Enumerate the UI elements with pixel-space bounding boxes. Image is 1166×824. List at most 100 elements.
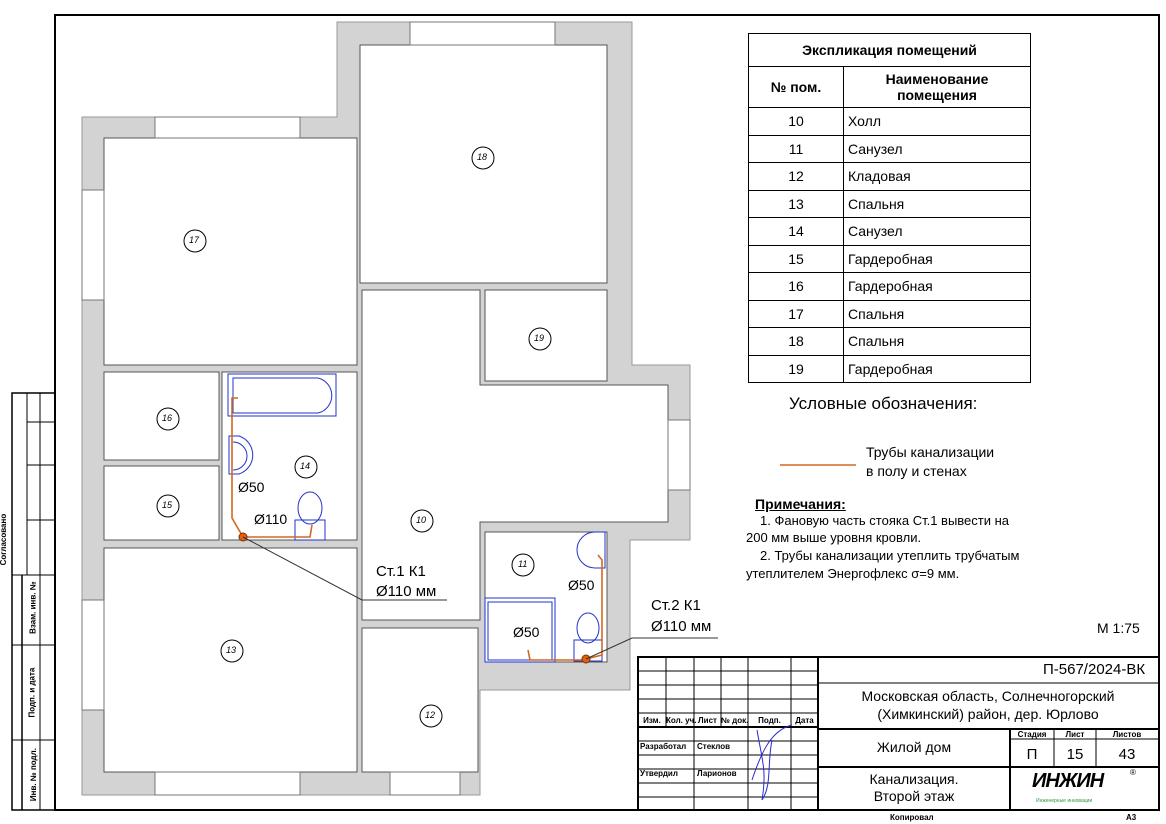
stage-value: П (1026, 746, 1038, 763)
note-line: утеплителем Энергофлекс σ=9 мм. (746, 566, 960, 581)
sewer-pipes (231, 397, 856, 661)
room-name-cell: Гардеробная (843, 272, 1031, 301)
stamp-sign-date: Подп. и дата (27, 667, 37, 718)
company-logo-subtitle: Инженерные инновации (1036, 798, 1093, 804)
room-number: 11 (518, 559, 528, 569)
sheet-value: 15 (1066, 746, 1084, 763)
room-name-cell: Гардеробная (843, 244, 1031, 273)
stamp-agreed: Согласовано (0, 513, 9, 566)
title-block-header: Изм. (643, 716, 661, 725)
room-number: 19 (534, 333, 545, 343)
column-header: Наименование помещения (843, 66, 1031, 108)
pipe-label: Ø110 (254, 511, 288, 527)
rooms (103, 44, 669, 773)
developed-name: Стеклов (697, 742, 731, 751)
bathtub-icon (227, 373, 337, 417)
riser-2-diameter: Ø110 мм (651, 618, 712, 635)
room-number: 12 (425, 710, 436, 720)
legend-title: Условные обозначения: (789, 394, 978, 413)
table-title: Экспликация помещений (748, 33, 1031, 67)
explication-table: Экспликация помещений № пом.Наименование… (748, 33, 1031, 383)
room-number-cell: 18 (748, 327, 844, 356)
developed-label: Разработал (640, 742, 687, 751)
sheet-label: Лист (1065, 730, 1085, 739)
room-number: 16 (162, 413, 173, 423)
room-number-cell: 10 (748, 107, 844, 136)
company-logo: ИНЖИН (1032, 770, 1104, 792)
title-block-header: Подп. (758, 716, 781, 725)
address-line: Московская область, Солнечногорский (861, 688, 1115, 704)
room-name-cell: Спальня (843, 327, 1031, 356)
toilet-icon (576, 612, 600, 644)
title-block-header: № док. (721, 716, 749, 725)
room-number-cell: 14 (748, 217, 844, 246)
room-number: 14 (300, 461, 311, 471)
leader-lines (242, 536, 718, 660)
sink-icon (576, 531, 606, 569)
legend-item-text: Трубы канализации (866, 444, 995, 460)
room-number-cell: 19 (748, 354, 844, 383)
pipe-label: Ø50 (513, 624, 540, 640)
shower-icon (484, 597, 556, 663)
room-name-cell: Санузел (843, 217, 1031, 246)
title-block-header: Лист (698, 716, 717, 725)
title-block-grid (637, 656, 1160, 811)
room-number-cell: 15 (748, 244, 844, 273)
riser-2-label: Ст.2 К1 (651, 597, 701, 614)
registered-icon: ® (1130, 768, 1136, 777)
room-number: 15 (162, 500, 173, 510)
drawing-title: Второй этаж (873, 788, 955, 804)
pipe-label: Ø50 (568, 577, 595, 593)
address-line: (Химкинский) район, дер. Юрлово (877, 706, 1099, 722)
room-number-cell: 16 (748, 272, 844, 301)
fixtures (227, 373, 606, 663)
room-number: 17 (189, 235, 200, 245)
riser-1-diameter: Ø110 мм (376, 583, 437, 600)
notes-title: Примечания: (755, 496, 846, 512)
title-block-header: Дата (795, 716, 814, 725)
document-code: П-567/2024-ВК (1043, 661, 1146, 678)
stage-label: Стадия (1017, 730, 1047, 739)
room-name-cell: Холл (843, 107, 1031, 136)
room-name-cell: Гардеробная (843, 354, 1031, 383)
room-number-cell: 11 (748, 134, 844, 163)
room-number-cell: 13 (748, 189, 844, 218)
title-block-header: Кол. уч. (666, 716, 697, 725)
object-name: Жилой дом (876, 739, 952, 755)
column-header: № пом. (748, 66, 844, 108)
pipe-label: Ø50 (238, 479, 265, 495)
stamp-inv-replace: Взам. инв. № (28, 581, 38, 634)
room-number: 18 (477, 152, 488, 162)
riser-1-label: Ст.1 К1 (376, 563, 426, 580)
copied-label: Копировал (890, 813, 934, 822)
sheets-value: 43 (1118, 746, 1136, 763)
room-name-cell: Спальня (843, 299, 1031, 328)
windows (81, 21, 691, 796)
note-line: 2. Трубы канализации утеплить трубчатым (760, 548, 1020, 563)
room-number: 10 (416, 515, 427, 525)
room-name-cell: Кладовая (843, 162, 1031, 191)
drawing-title: Канализация. (869, 771, 959, 787)
toilet-icon (297, 491, 323, 525)
approved-name: Ларионов (697, 769, 737, 778)
sheets-label: Листов (1112, 730, 1142, 739)
stamp-inv-orig: Инв. № подл. (28, 748, 38, 802)
room-markers (156, 146, 552, 728)
room-name-cell: Санузел (843, 134, 1031, 163)
note-line: 200 мм выше уровня кровли. (746, 530, 922, 545)
signature-icon (751, 724, 793, 801)
room-number-cell: 12 (748, 162, 844, 191)
approved-label: Утвердил (640, 769, 678, 778)
